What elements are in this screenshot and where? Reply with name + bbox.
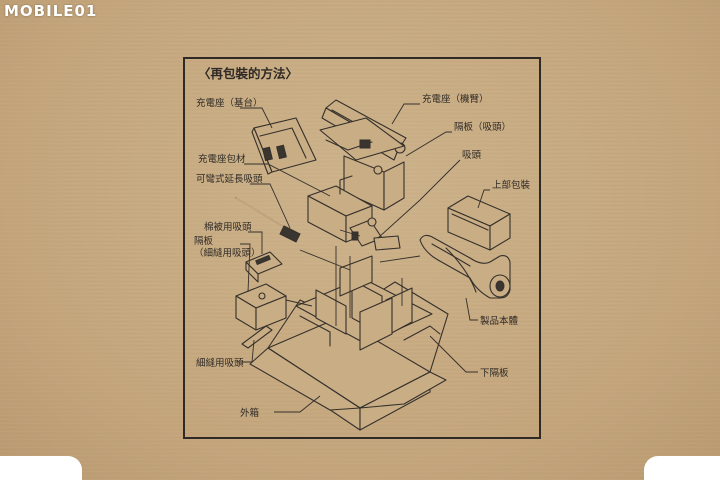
upper-packing-drawing (447, 195, 511, 251)
diagram-frame (183, 57, 541, 439)
label-charger-base: 充電座（基台） (196, 97, 263, 109)
divider-crevice-drawing (235, 283, 287, 331)
label-charger-arm: 充電座（機臂） (422, 93, 489, 105)
label-flexible-extension: 可彎式延長吸頭 (196, 173, 263, 185)
lower-divider-drawing (295, 255, 441, 351)
diagram-title: 〈再包裝的方法〉 (198, 66, 298, 81)
label-product-body: 製品本體 (480, 315, 519, 327)
label-mattress-tool: 棉被用吸頭 (204, 221, 252, 233)
label-leaders (236, 103, 490, 413)
product-body-drawing (419, 234, 511, 299)
box-handle-hole-right (644, 456, 720, 480)
label-divider: 隔板 (194, 235, 214, 247)
box-handle-hole-left (0, 456, 82, 480)
label-upper-packing: 上部包裝 (492, 179, 531, 191)
label-head: 吸頭 (462, 150, 482, 161)
label-crevice-tool: 細縫用吸頭 (196, 357, 244, 369)
label-divider-crevice-sub: （細縫用吸頭） (194, 247, 261, 259)
divider-head-drawing (319, 117, 405, 211)
watermark-logo: MOBILE01 (4, 2, 98, 20)
label-charger-packing: 充電座包材 (198, 153, 246, 165)
flexible-extension-drawing (235, 197, 301, 243)
mattress-tool-drawing (245, 251, 283, 283)
outer-box-drawing (249, 281, 449, 431)
placement-lines (285, 229, 421, 326)
charger-base-drawing (251, 117, 317, 175)
label-outer-box: 外箱 (240, 407, 259, 419)
head-drawing (349, 217, 401, 251)
crevice-tool-drawing (241, 325, 273, 349)
label-divider-head: 隔板（吸頭） (454, 121, 511, 133)
label-lower-divider: 下隔板 (480, 367, 509, 379)
